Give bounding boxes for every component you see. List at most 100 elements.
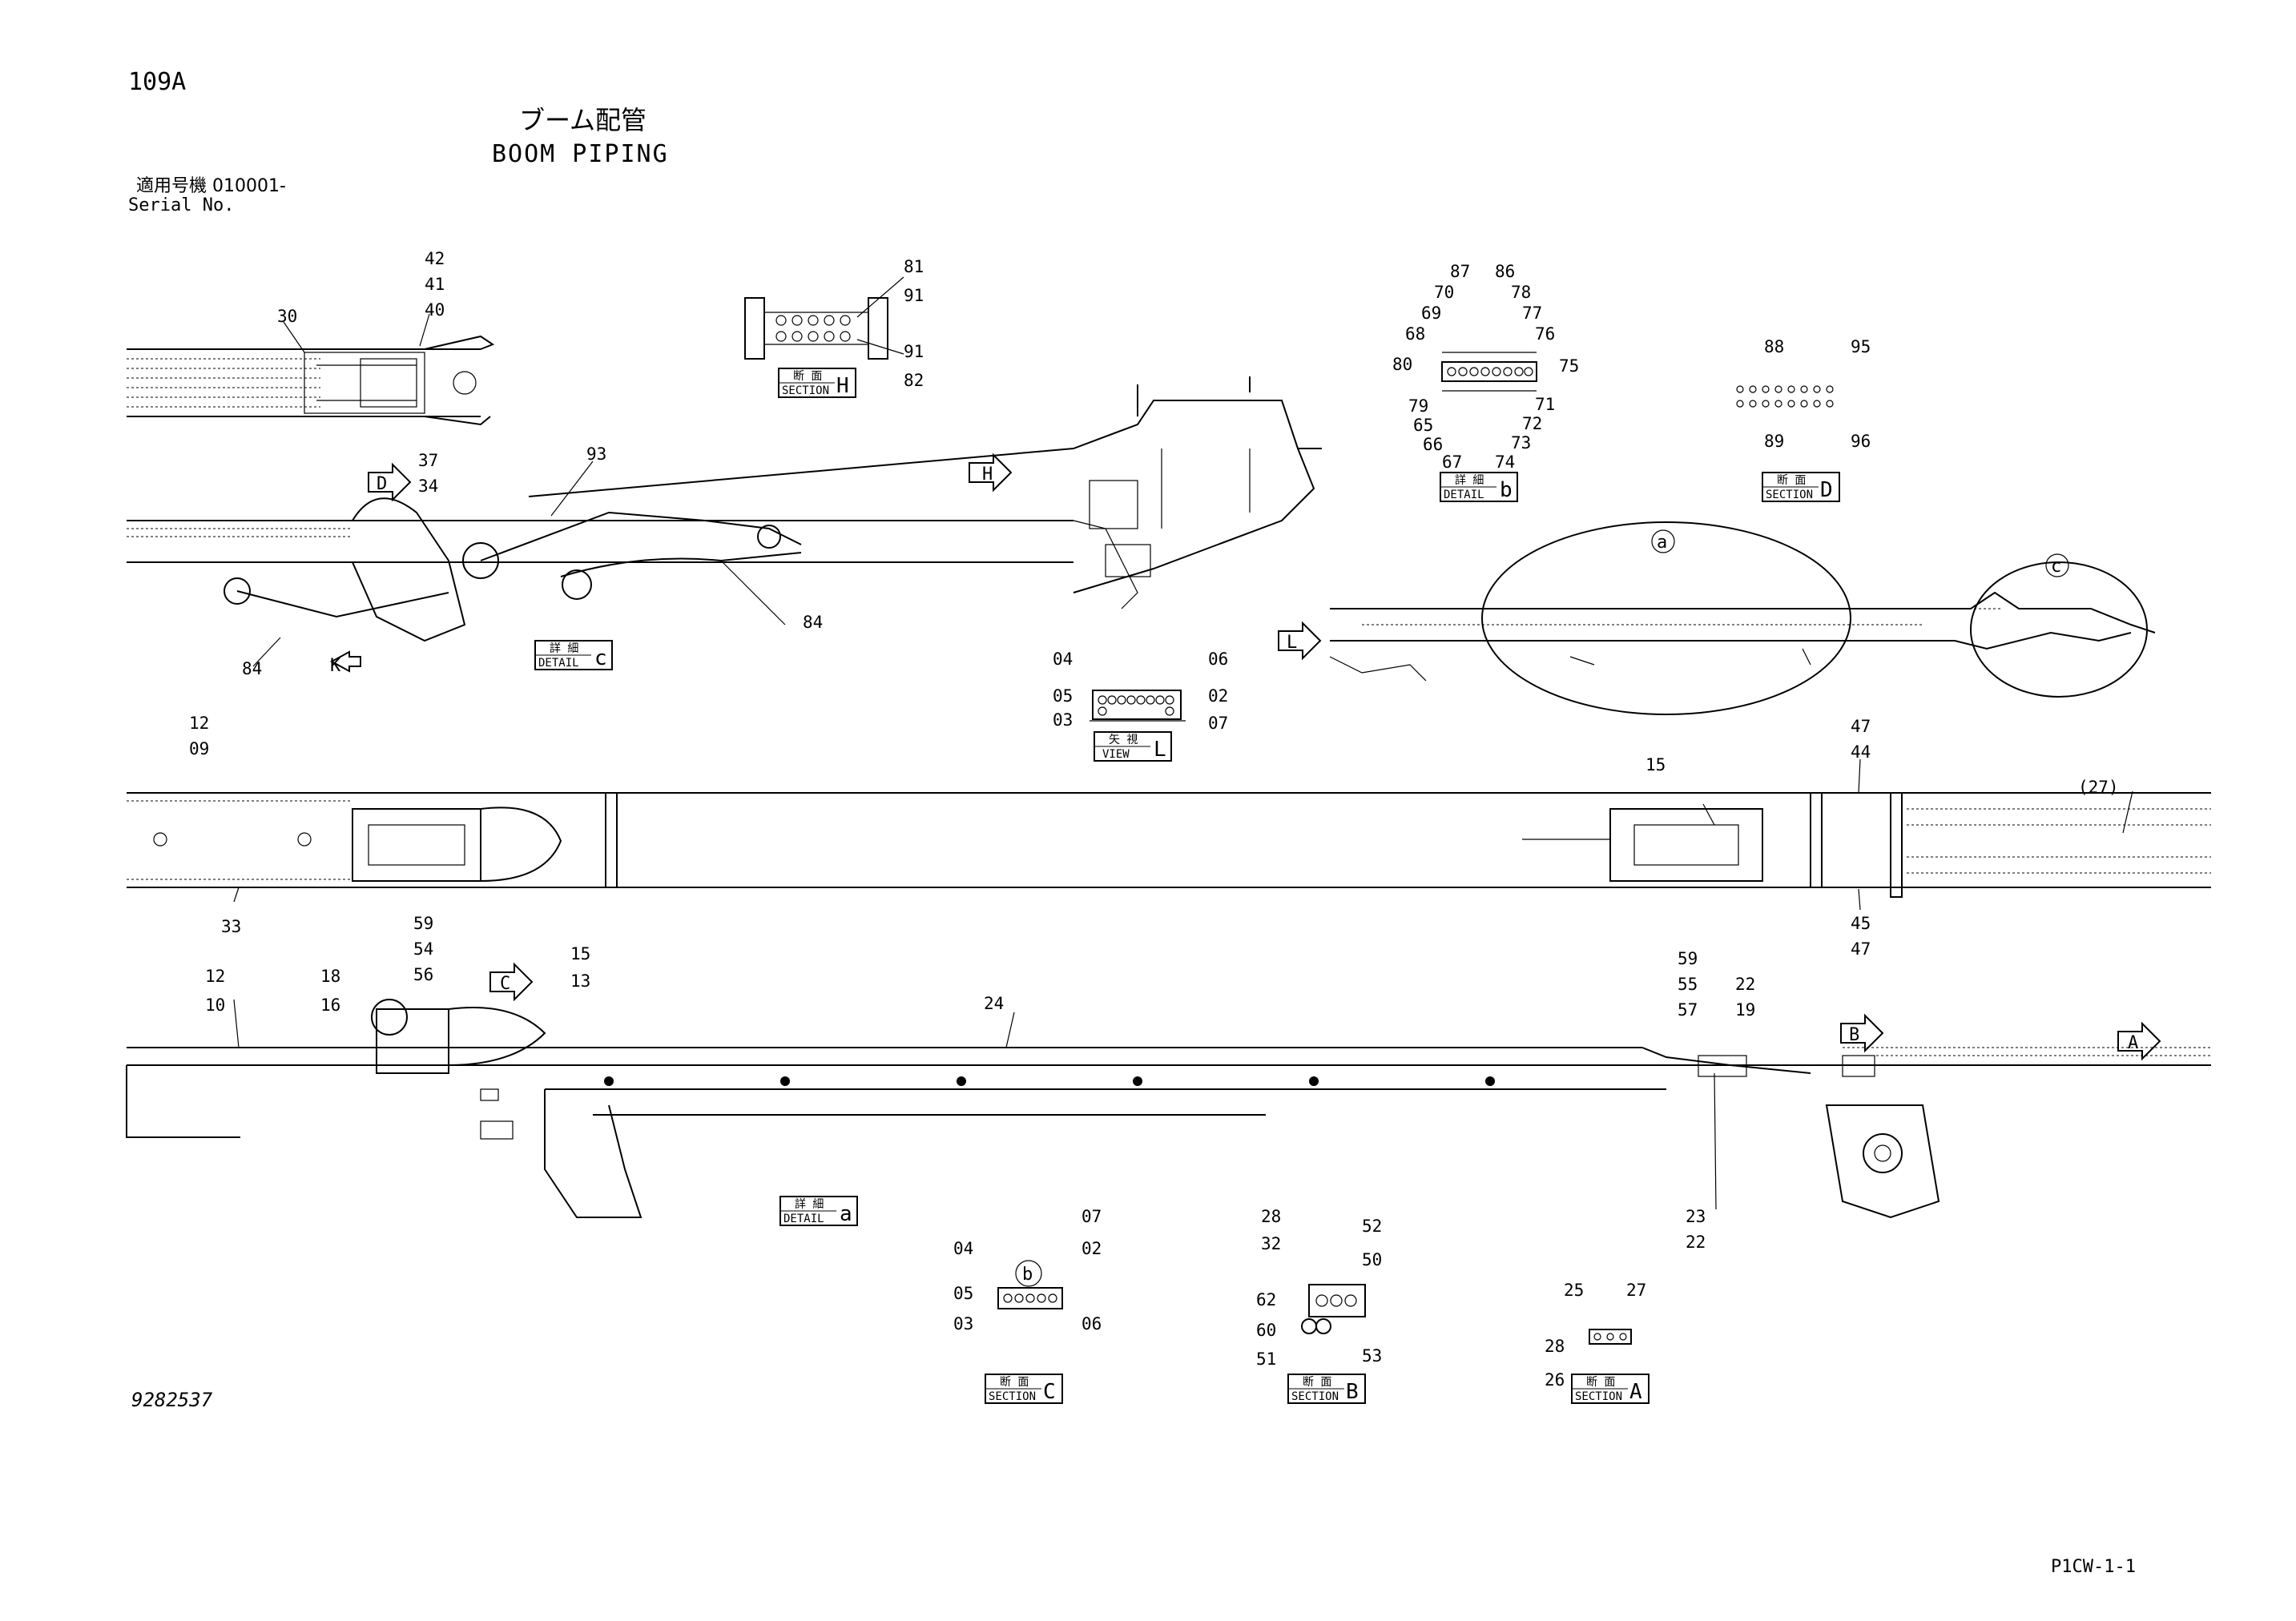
svg-text:16: 16 [320,996,340,1015]
svg-text:73: 73 [1511,433,1531,453]
svg-text:88: 88 [1764,337,1784,356]
svg-text:SECTION: SECTION [989,1390,1036,1403]
svg-text:断 面: 断 面 [1000,1376,1029,1389]
serial-label-japanese: 適用号機 010001- [136,176,286,196]
svg-text:13: 13 [570,971,590,991]
svg-text:b: b [1022,1265,1033,1285]
svg-text:82: 82 [904,371,924,390]
svg-text:60: 60 [1256,1321,1276,1340]
svg-text:b: b [1500,478,1513,502]
view-arrow-a: A [2117,1021,2161,1061]
svg-text:02: 02 [1082,1239,1102,1258]
label-section-b: 断 面 SECTION B [1287,1374,1366,1404]
svg-text:54: 54 [413,939,433,959]
label-detail-b: 詳 細 DETAIL b [1440,472,1518,502]
svg-text:L: L [1287,633,1297,653]
svg-text:06: 06 [1082,1314,1102,1333]
svg-text:10: 10 [205,996,225,1015]
detail-marker-a: a [1651,529,1675,553]
svg-text:詳 細: 詳 細 [1455,474,1484,487]
svg-text:62: 62 [1256,1290,1276,1309]
boom-top-view-middle [127,792,2211,898]
section-a-view [1589,1329,1632,1345]
svg-text:52: 52 [1362,1217,1382,1236]
svg-text:矢 視: 矢 視 [1109,734,1138,746]
svg-text:34: 34 [418,477,438,496]
svg-text:断 面: 断 面 [793,370,822,383]
svg-text:D: D [1820,478,1833,502]
svg-text:40: 40 [425,300,445,320]
svg-text:07: 07 [1082,1207,1102,1226]
svg-text:55: 55 [1678,975,1698,994]
svg-text:詳 細: 詳 細 [795,1198,824,1211]
svg-text:12: 12 [205,967,225,986]
serial-label-english: Serial No. [128,195,235,215]
svg-text:L: L [1154,738,1166,762]
svg-text:SECTION: SECTION [782,384,829,397]
svg-text:51: 51 [1256,1349,1276,1369]
diagram-code: 109A [128,68,187,96]
label-section-a: 断 面 SECTION A [1571,1374,1649,1404]
svg-text:c: c [594,646,607,670]
view-l [1090,690,1186,722]
svg-text:67: 67 [1442,453,1462,472]
svg-text:26: 26 [1545,1370,1565,1390]
svg-text:65: 65 [1413,416,1433,435]
detail-b-view [1441,352,1537,392]
svg-text:c: c [2051,557,2061,577]
svg-text:詳 細: 詳 細 [550,642,578,655]
svg-text:H: H [982,465,993,485]
svg-text:SECTION: SECTION [1766,489,1813,501]
svg-text:a: a [840,1202,852,1226]
svg-text:84: 84 [242,659,262,678]
svg-text:96: 96 [1851,432,1871,451]
svg-text:18: 18 [320,967,340,986]
svg-text:41: 41 [425,275,445,294]
svg-text:(27): (27) [2078,778,2119,797]
svg-text:69: 69 [1421,304,1441,323]
svg-text:30: 30 [277,307,297,326]
detail-marker-c: c [2045,553,2069,577]
svg-text:44: 44 [1851,742,1871,762]
svg-text:79: 79 [1408,396,1428,416]
svg-text:断 面: 断 面 [1303,1376,1331,1389]
svg-text:89: 89 [1764,432,1784,451]
svg-text:45: 45 [1851,914,1871,933]
svg-text:06: 06 [1208,650,1228,669]
label-view-l: 矢 視 VIEW L [1094,731,1172,762]
svg-text:53: 53 [1362,1346,1382,1366]
svg-text:86: 86 [1495,262,1515,281]
svg-text:28: 28 [1545,1337,1565,1356]
svg-text:95: 95 [1851,337,1871,356]
svg-text:A: A [2128,1033,2138,1053]
section-d-view [1736,385,1834,408]
svg-text:03: 03 [953,1314,973,1333]
svg-text:03: 03 [1053,710,1073,730]
svg-text:71: 71 [1535,395,1555,414]
svg-text:56: 56 [413,965,433,984]
boom-overview [1329,521,2156,715]
svg-text:VIEW: VIEW [1102,748,1130,761]
svg-text:DETAIL: DETAIL [1444,489,1484,501]
svg-text:22: 22 [1735,975,1755,994]
svg-text:80: 80 [1392,355,1412,374]
svg-text:25: 25 [1564,1281,1584,1300]
section-c-view [997,1287,1063,1309]
svg-text:04: 04 [953,1239,973,1258]
svg-text:24: 24 [984,994,1004,1013]
svg-text:57: 57 [1678,1000,1698,1020]
label-detail-a: 詳 細 DETAIL a [779,1196,858,1226]
svg-text:91: 91 [904,342,924,361]
svg-text:68: 68 [1405,324,1425,344]
svg-text:05: 05 [953,1284,973,1303]
svg-text:断 面: 断 面 [1586,1376,1615,1389]
svg-text:15: 15 [1645,755,1666,774]
svg-text:77: 77 [1522,304,1542,323]
svg-text:47: 47 [1851,717,1871,736]
svg-text:33: 33 [221,917,241,936]
svg-text:B: B [1346,1380,1359,1404]
title-japanese: ブーム配管 [519,105,647,135]
svg-text:72: 72 [1522,414,1542,433]
